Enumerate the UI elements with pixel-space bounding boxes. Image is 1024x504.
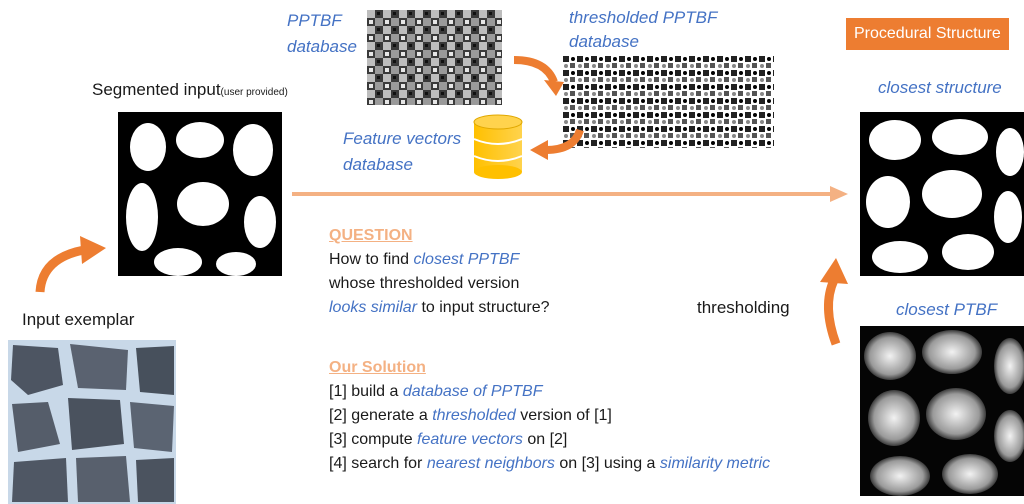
input-exemplar-label: Input exemplar (22, 310, 135, 329)
step-4-text: [4] search for (329, 455, 427, 472)
question-looks-similar: looks similar (329, 299, 418, 316)
step-3-highlight: feature vectors (417, 431, 523, 448)
step-2-tail: version of [1] (515, 407, 612, 424)
segmented-input-image (118, 112, 282, 276)
segmented-input-label: Segmented input (92, 80, 221, 99)
question-closest-pptbf: closest PPTBF (413, 251, 520, 268)
step-4-highlight: nearest neighbors (426, 455, 555, 472)
solution-step-4: [4] search for nearest neighbors on [3] … (329, 452, 770, 476)
thresholded-database-line1: thresholded PPTBF (569, 8, 718, 27)
question-line-1: How to find closest PPTBF (329, 248, 550, 272)
closest-ptbf-label: closest PTBF (896, 300, 998, 319)
step-4-mid: on [3] using a (554, 455, 660, 472)
curved-arrow-exemplar-to-segmented (32, 228, 108, 298)
feature-vectors-line1: Feature vectors (343, 129, 462, 148)
closest-ptbf-image (860, 326, 1024, 496)
user-provided-note: (user provided) (220, 87, 288, 98)
step-1-text: [1] build a (329, 383, 403, 400)
closest-structure-label: closest structure (878, 78, 1002, 97)
pptbf-database-line1: PPTBF (287, 11, 342, 30)
step-3-tail: on [2] (522, 431, 568, 448)
question-block: QUESTION How to find closest PPTBF whose… (329, 224, 550, 320)
curved-arrow-to-feature-db (528, 128, 584, 162)
pptbf-database-image (367, 10, 502, 105)
pptbf-database-line2: database (287, 37, 357, 56)
thresholded-database-line2: database (569, 32, 639, 51)
procedural-structure-badge: Procedural Structure (846, 18, 1009, 50)
solution-heading: Our Solution (329, 359, 426, 376)
solution-step-1: [1] build a database of PPTBF (329, 380, 770, 404)
database-icon (472, 114, 524, 180)
step-2-text: [2] generate a (329, 407, 433, 424)
solution-block: Our Solution [1] build a database of PPT… (329, 356, 770, 476)
input-exemplar-image (8, 340, 176, 504)
question-line-3-text: to input structure? (417, 299, 550, 316)
question-line-1-text: How to find (329, 251, 414, 268)
step-2-highlight: thresholded (432, 407, 516, 424)
step-3-text: [3] compute (329, 431, 418, 448)
question-line-2: whose thresholded version (329, 275, 520, 292)
step-1-highlight: database of PPTBF (402, 383, 543, 400)
solution-step-2: [2] generate a thresholded version of [1… (329, 404, 770, 428)
feature-vectors-line2: database (343, 155, 413, 174)
segmented-input-title: Segmented input(user provided) (92, 80, 288, 100)
question-line-3: looks similar to input structure? (329, 296, 550, 320)
closest-structure-image (860, 112, 1024, 276)
feature-vectors-label: Feature vectors database (343, 126, 461, 178)
thresholded-database-label: thresholded PPTBF database (569, 6, 717, 54)
thresholded-database-image (562, 55, 774, 148)
pptbf-database-label: PPTBF database (287, 8, 357, 60)
question-heading: QUESTION (329, 227, 413, 244)
thresholding-label: thresholding (697, 298, 790, 317)
curved-arrow-thresholding (812, 256, 852, 346)
long-horizontal-arrow (292, 184, 852, 204)
curved-arrow-pptbf-to-thresholded (510, 52, 566, 96)
step-4-metric: similarity metric (659, 455, 771, 472)
solution-step-3: [3] compute feature vectors on [2] (329, 428, 770, 452)
